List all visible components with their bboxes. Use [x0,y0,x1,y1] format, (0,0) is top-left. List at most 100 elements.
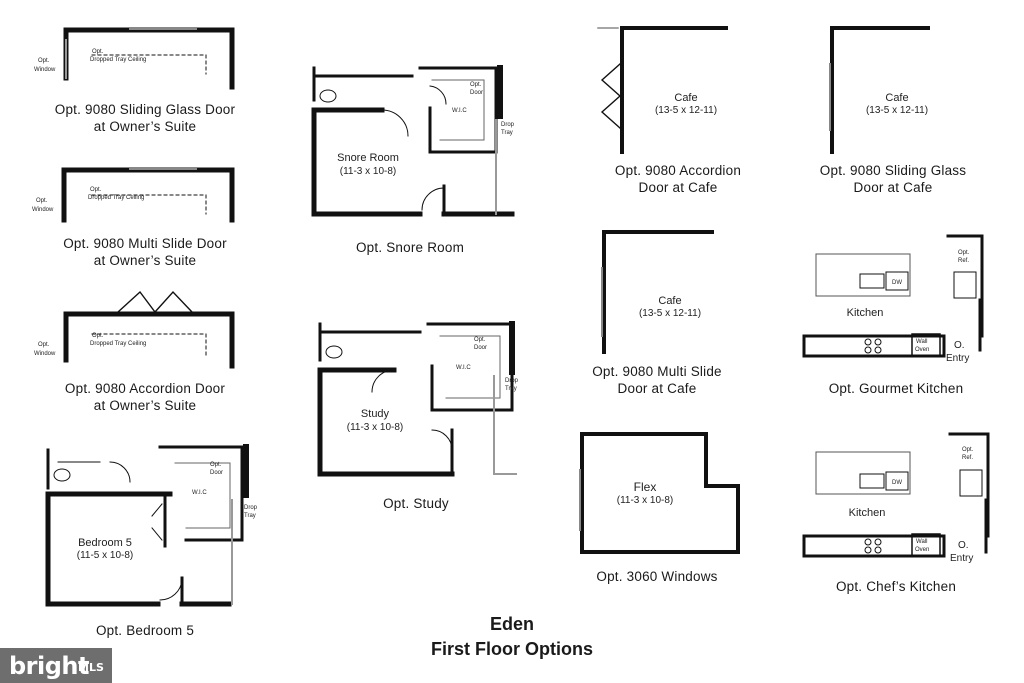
page-title: Eden [489,614,534,634]
caption-cafe-multislide: Opt. 9080 Multi Slide Door at Cafe [557,363,757,397]
caption-line: at Owner’s Suite [93,119,197,134]
plan-bedroom5 [45,444,249,607]
room-name: Study [361,408,390,420]
label-opt: Opt. [36,198,48,204]
caption-suite-multislide: Opt. 9080 Multi Slide Door at Owner’s Su… [20,235,270,269]
room-dims: (13-5 x 12-11) [639,308,701,319]
caption-line: Opt. 9080 Accordion [614,163,742,178]
caption-line: at Owner’s Suite [93,253,197,268]
label-window: Window [34,351,56,357]
plan-suite-multislide [61,167,235,223]
label-window: Window [32,207,54,213]
room-dims: (13-5 x 12-11) [866,105,928,116]
label-oven: Oven [915,547,929,553]
room-name: Cafe [658,295,681,307]
room-dims: (11-5 x 10-8) [77,550,134,561]
label-drop: Drop [505,378,519,384]
caption-cafe-accordion: Opt. 9080 Accordion Door at Cafe [578,162,778,196]
label-window: Window [34,67,56,73]
caption-line: Opt. 9080 Multi Slide [592,364,722,379]
room-dims: (11-3 x 10-8) [340,166,397,177]
plan-gourmet-kitchen [802,234,984,358]
plan-suite-accordion [63,290,235,369]
label-tray-ceiling: Dropped Tray Ceiling [90,341,146,347]
plan-cafe-sliding [829,26,930,154]
label-door: Door [470,90,483,96]
room-dims: (13-5 x 12-11) [655,105,717,116]
caption-line: Opt. 9080 Accordion Door [64,381,226,396]
page-subtitle: First Floor Options [431,639,593,659]
label-opt: Opt. [38,58,50,64]
caption-suite-accordion: Opt. 9080 Accordion Door at Owner’s Suit… [20,380,270,414]
label-opt: Opt. [92,333,104,339]
label-entry: Entry [946,353,969,364]
caption-line: Opt. Snore Room [355,240,465,255]
label-tray: Tray [244,513,256,519]
caption-line: Opt. Gourmet Kitchen [828,381,964,396]
caption-suite-sliding: Opt. 9080 Sliding Glass Door at Owner’s … [20,101,270,135]
label-ref: Ref. [958,258,969,264]
plan-flex [579,432,740,554]
label-wic: W.I.C [192,490,207,496]
plan-cafe-accordion [597,26,728,154]
label-entry: Entry [950,553,973,564]
caption-snore-room: Opt. Snore Room [310,239,510,256]
caption-line: Opt. 9080 Sliding Glass Door [54,102,236,117]
caption-line: at Owner’s Suite [93,398,197,413]
label-door: Door [474,345,487,351]
plan-suite-sliding [63,27,235,90]
label-tray-ceiling: Dropped Tray Ceiling [88,195,144,201]
caption-line: Opt. 9080 Sliding Glass [819,163,967,178]
label-wic: W.I.C [452,108,467,114]
caption-cafe-sliding: Opt. 9080 Sliding Glass Door at Cafe [793,162,993,196]
label-wic: W.I.C [456,365,471,371]
caption-line: Opt. Chef’s Kitchen [835,579,957,594]
label-opt: Opt. [90,187,102,193]
room-dims: (11-3 x 10-8) [347,422,404,433]
watermark-suffix: MLS [78,661,104,674]
plan-snore-room [311,65,515,217]
caption-line: Opt. Bedroom 5 [95,623,195,638]
room-name: Snore Room [337,152,399,164]
label-opt: Opt. [210,462,222,468]
caption-line: Opt. Study [383,496,449,511]
caption-line: Opt. 3060 Windows [596,569,718,584]
room-name: Cafe [885,92,908,104]
label-opt: Opt. [38,342,50,348]
label-o: O. [954,340,965,351]
label-tray: Tray [505,386,517,392]
room-name: Kitchen [847,307,884,319]
plan-study [317,321,517,477]
caption-bedroom5: Opt. Bedroom 5 [40,622,250,639]
caption-flex: Opt. 3060 Windows [557,568,757,585]
label-opt: Opt. [92,49,104,55]
label-dw: DW [892,480,902,486]
caption-line: Opt. 9080 Multi Slide Door [63,236,227,251]
room-name: Cafe [674,92,697,104]
label-wall: Wall [916,339,927,345]
plan-chefs-kitchen [802,432,990,558]
caption-line: Door at Cafe [853,180,933,195]
label-oven: Oven [915,347,929,353]
room-name: Kitchen [849,507,886,519]
label-dw: DW [892,280,902,286]
label-tray-ceiling: Dropped Tray Ceiling [90,57,146,63]
plan-cafe-multislide [601,230,714,354]
label-opt: Opt. [474,337,486,343]
label-wall: Wall [916,539,927,545]
label-opt: Opt. [470,82,482,88]
caption-line: Door at Cafe [617,381,697,396]
room-name: Bedroom 5 [78,537,132,549]
caption-gourmet-kitchen: Opt. Gourmet Kitchen [796,380,996,397]
label-o: O. [958,540,969,551]
label-opt: Opt. [958,250,970,256]
label-drop: Drop [501,122,515,128]
watermark-brand: bright [9,652,89,680]
label-drop: Drop [244,505,258,511]
room-name: Flex [634,480,657,494]
caption-study: Opt. Study [316,495,516,512]
label-ref: Ref. [962,455,973,461]
label-door: Door [210,470,223,476]
label-tray: Tray [501,130,513,136]
